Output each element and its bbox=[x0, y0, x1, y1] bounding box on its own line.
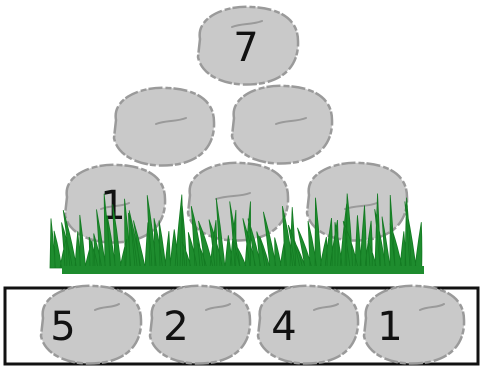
stone-number: 5 bbox=[50, 304, 75, 350]
stone-number: 2 bbox=[163, 304, 188, 350]
tray-stone-3[interactable]: 4 bbox=[258, 286, 358, 364]
pyramid-stone-middle-right[interactable] bbox=[232, 86, 332, 164]
stone-number: 7 bbox=[233, 25, 258, 71]
stone-number: 4 bbox=[271, 304, 296, 350]
grass-ground bbox=[62, 266, 424, 274]
tray-stone-2[interactable]: 2 bbox=[150, 286, 250, 364]
tray-stone-1[interactable]: 5 bbox=[41, 286, 141, 364]
pyramid-stone-middle-left[interactable] bbox=[114, 88, 214, 166]
stone-number: 1 bbox=[377, 304, 402, 350]
pyramid-stone-top[interactable]: 7 bbox=[198, 7, 298, 85]
pyramid-stone-bottom-center[interactable] bbox=[188, 163, 288, 241]
tray-stone-4[interactable]: 1 bbox=[364, 286, 464, 364]
